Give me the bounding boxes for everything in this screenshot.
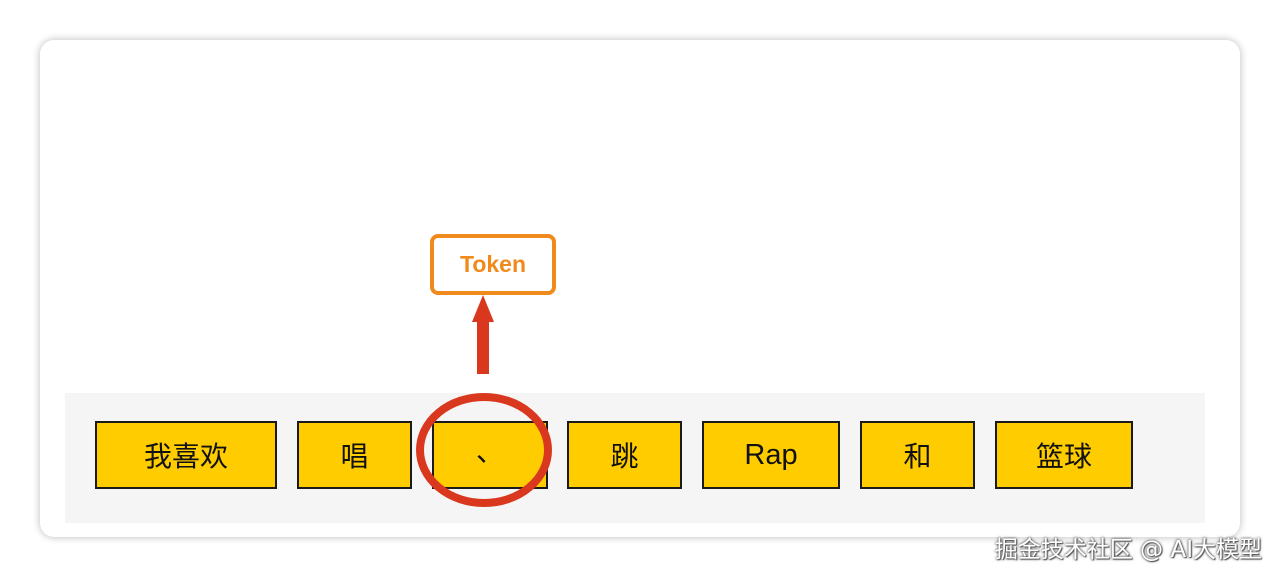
- token-box: 跳: [567, 421, 682, 489]
- token-box: 篮球: [995, 421, 1133, 489]
- token-box: 唱: [297, 421, 412, 489]
- token-box: 我喜欢: [95, 421, 277, 489]
- token-box: Rap: [702, 421, 840, 489]
- watermark: 掘金技术社区 @ AI大模型: [994, 537, 1262, 563]
- token-box: 和: [860, 421, 975, 489]
- token-box-highlighted: 、: [432, 421, 548, 489]
- token-label-box: Token: [430, 234, 556, 295]
